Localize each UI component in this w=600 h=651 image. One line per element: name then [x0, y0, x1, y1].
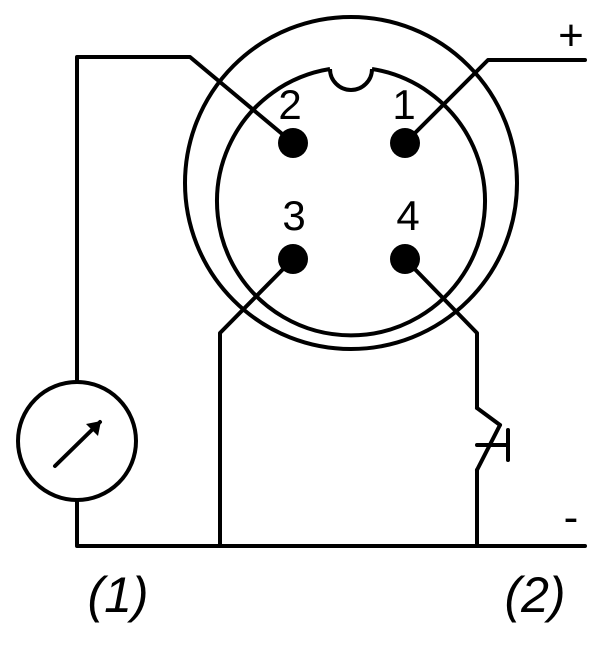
caption-left: (1) — [87, 567, 148, 623]
connector-inner-ring — [215, 67, 487, 338]
meter-needle-arrowhead — [86, 421, 101, 436]
pin-label-1: 1 — [392, 81, 415, 128]
normally-open-switch-icon — [475, 406, 510, 472]
terminal-minus-label: - — [564, 493, 579, 542]
pin-label-3: 3 — [282, 192, 305, 239]
wire-pin4-switch — [403, 257, 479, 410]
terminal-plus-label: + — [558, 11, 584, 60]
wire-pin1-plus — [403, 58, 587, 145]
wire-pin3-ground — [218, 257, 295, 548]
pin-label-2: 2 — [278, 81, 301, 128]
wire-ground-rail — [75, 498, 587, 548]
gauge-meter-icon — [16, 380, 138, 502]
wire-pin2-meter — [75, 55, 295, 384]
connector-outer-ring — [183, 15, 519, 351]
pin-label-4: 4 — [396, 192, 419, 239]
caption-right: (2) — [504, 567, 565, 623]
connector-key-notch — [328, 68, 374, 92]
